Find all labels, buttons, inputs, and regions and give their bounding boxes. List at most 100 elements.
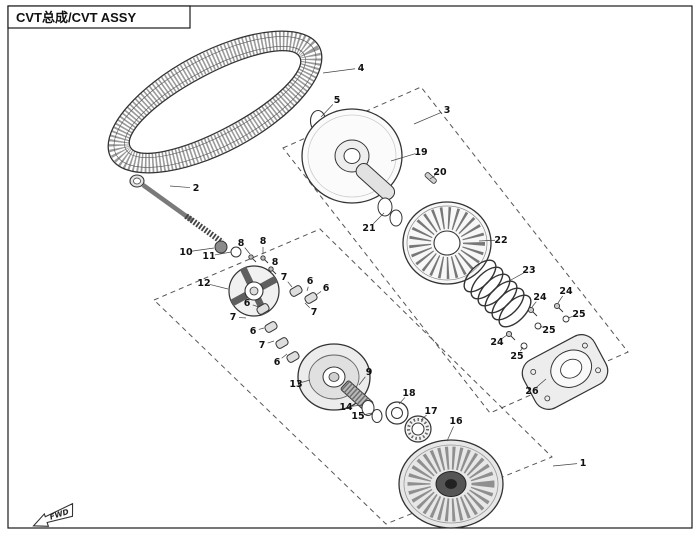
part-number-24: 24 (533, 292, 547, 303)
small-bolt (505, 330, 516, 341)
callout-6: 6 (244, 298, 260, 309)
washer-15 (371, 409, 383, 423)
part-number-18: 18 (402, 388, 416, 399)
part-number-6: 6 (323, 283, 330, 294)
roller (275, 337, 289, 349)
part-number-7: 7 (259, 340, 266, 351)
roller (256, 303, 270, 315)
callout-24: 24 (557, 286, 573, 304)
part-number-14: 14 (339, 402, 353, 413)
part-number-10: 10 (179, 247, 193, 258)
callout-20: 20 (429, 167, 447, 180)
callout-6: 6 (250, 326, 265, 337)
part-number-8: 8 (272, 257, 279, 268)
callout-25: 25 (510, 346, 524, 362)
callout-19: 19 (390, 147, 428, 162)
washer-14 (361, 400, 375, 416)
small-washer (562, 315, 570, 323)
callout-25: 25 (539, 325, 556, 336)
part-number-25: 25 (510, 351, 523, 362)
spider-screws (248, 254, 277, 275)
callout-25: 25 (567, 309, 586, 320)
driven-shaft (355, 163, 396, 201)
washer-21b (389, 209, 403, 227)
group-box-drive-assy (153, 228, 553, 525)
part-number-5: 5 (334, 95, 341, 106)
screw-8 (260, 255, 269, 264)
small-washer (520, 342, 528, 350)
callout-7: 7 (281, 272, 293, 288)
callout-4: 4 (322, 63, 365, 74)
callout-8: 8 (270, 257, 279, 268)
part-number-13: 13 (289, 379, 302, 390)
callout-11: 11 (202, 251, 232, 262)
fwd-arrow: FWD (32, 502, 74, 527)
drive-face-fixed (398, 439, 504, 529)
callout-7: 7 (259, 340, 275, 351)
roller (304, 292, 318, 304)
callout-13: 13 (289, 379, 311, 390)
roller (264, 321, 278, 333)
part-number-4: 4 (358, 63, 365, 74)
screw-8 (248, 254, 257, 263)
group-box-driven-assy (282, 86, 629, 414)
part-number-17: 17 (424, 406, 437, 417)
part-number-8: 8 (260, 236, 267, 247)
part-number-20: 20 (433, 167, 447, 178)
callout-9: 9 (358, 367, 373, 386)
callout-10: 10 (179, 247, 215, 258)
part-number-23: 23 (522, 265, 535, 276)
part-number-25: 25 (542, 325, 555, 336)
part-number-8: 8 (238, 238, 245, 249)
part-number-21: 21 (362, 223, 375, 234)
roller (289, 285, 303, 297)
callout-6: 6 (315, 283, 330, 296)
page-border (7, 5, 693, 529)
pivot-bolt (129, 174, 224, 245)
driven-sheave (301, 108, 437, 227)
part-number-11: 11 (202, 251, 215, 262)
part-number-3: 3 (444, 105, 451, 116)
callout-2: 2 (169, 183, 200, 194)
callout-24: 24 (531, 292, 547, 308)
part-number-6: 6 (250, 326, 257, 337)
callout-12: 12 (197, 278, 229, 290)
cvt-cover (521, 334, 609, 410)
part-number-1: 1 (580, 458, 587, 469)
part-number-24: 24 (490, 337, 504, 348)
callout-26: 26 (525, 378, 547, 397)
page-title: CVT总成/CVT ASSY (16, 10, 136, 25)
roller (286, 351, 300, 363)
callout-7: 7 (304, 302, 318, 318)
screw-8 (268, 266, 277, 275)
washer-21a (377, 197, 393, 217)
part-number-12: 12 (197, 278, 210, 289)
part-number-2: 2 (193, 183, 200, 194)
callout-1: 1 (552, 458, 587, 469)
callout-21: 21 (362, 212, 385, 234)
lock-nut-10 (214, 240, 228, 254)
part-number-19: 19 (414, 147, 427, 158)
part-number-25: 25 (572, 309, 585, 320)
rollers (256, 285, 318, 363)
small-bolt (527, 306, 538, 317)
fwd-arrow-outline (32, 502, 74, 527)
small-fasteners (505, 302, 570, 350)
part-number-6: 6 (307, 276, 314, 287)
part-number-6: 6 (274, 357, 281, 368)
callout-6: 6 (306, 276, 314, 292)
callout-3: 3 (413, 105, 451, 125)
part-number-7: 7 (230, 312, 237, 323)
part-number-9: 9 (366, 367, 373, 378)
callout-18: 18 (398, 388, 416, 405)
callout-6: 6 (274, 353, 288, 368)
part-number-24: 24 (559, 286, 573, 297)
part-number-7: 7 (311, 307, 318, 318)
callout-14: 14 (339, 402, 363, 413)
bearing-18 (385, 401, 409, 425)
title-box (7, 5, 191, 29)
part-number-15: 15 (351, 411, 364, 422)
callout-24: 24 (490, 334, 508, 348)
